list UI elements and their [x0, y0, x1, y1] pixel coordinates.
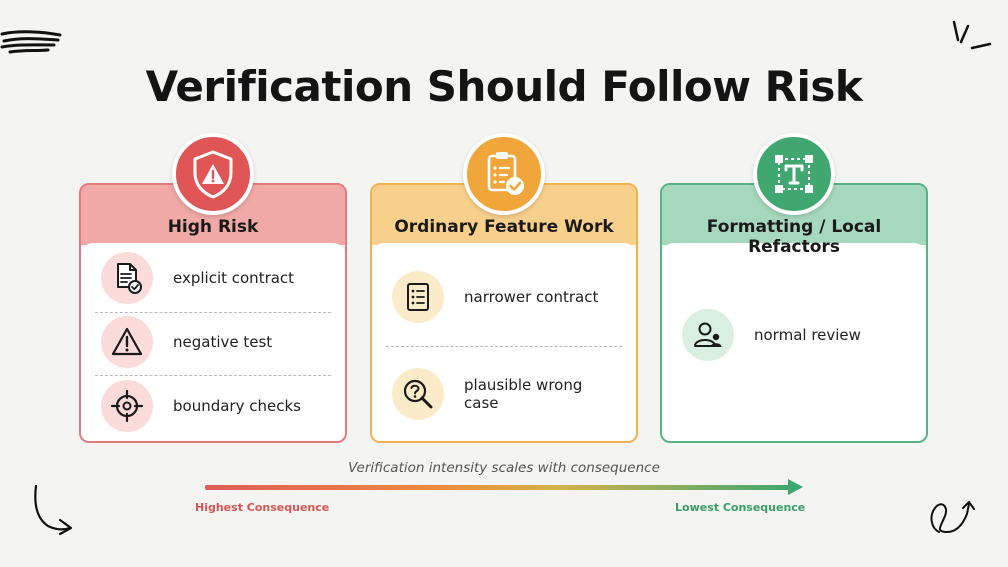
curved-arrow-decoration	[34, 484, 73, 536]
list-item: explicit contract	[101, 249, 329, 307]
card-title: High Risk	[167, 217, 259, 237]
divider	[95, 375, 331, 376]
scale-caption: Verification intensity scales with conse…	[348, 460, 660, 476]
divider	[95, 312, 331, 313]
divider	[386, 346, 622, 347]
document-check-icon	[101, 252, 153, 304]
shield-warning-icon	[172, 133, 254, 215]
card-formatting-local-refactors: normal review Formatting / Local Refacto…	[660, 133, 928, 443]
card-high-risk: explicit contract negative test	[79, 133, 347, 443]
text-frame-icon	[753, 133, 835, 215]
card-title: Ordinary Feature Work	[394, 217, 614, 237]
clipboard-check-icon	[463, 133, 545, 215]
page-title: Verification Should Follow Risk	[145, 62, 863, 111]
card-body: explicit contract negative test	[81, 243, 345, 441]
scale-right-label: Lowest Consequence	[675, 501, 806, 514]
card-body: normal review	[662, 243, 926, 441]
card-ordinary-feature-work: narrower contract plausible wrong case O…	[370, 133, 638, 443]
scribble-decoration	[0, 30, 62, 54]
item-label: explicit contract	[173, 269, 295, 287]
card-body: narrower contract plausible wrong case	[372, 243, 636, 441]
reviewer-icon	[682, 309, 734, 361]
item-label: boundary checks	[173, 397, 301, 415]
list-item: boundary checks	[101, 377, 329, 435]
list-item: negative test	[101, 313, 329, 371]
item-label: negative test	[173, 333, 273, 351]
warning-triangle-icon	[101, 316, 153, 368]
item-label: narrower contract	[464, 288, 599, 306]
consequence-gradient-bar	[205, 485, 791, 490]
scale-left-label: Highest Consequence	[195, 501, 330, 514]
magnifier-question-icon	[392, 368, 444, 420]
checklist-icon	[392, 271, 444, 323]
item-label: normal review	[754, 326, 861, 344]
sparkle-decoration	[952, 20, 992, 50]
crosshair-icon	[101, 380, 153, 432]
arrow-head-icon	[788, 479, 803, 495]
list-item: plausible wrong case	[392, 365, 620, 423]
item-label: plausible wrong case	[464, 376, 583, 412]
list-item: narrower contract	[392, 268, 620, 326]
card-title: Formatting / Local Refactors	[706, 217, 882, 257]
loop-arrow-decoration	[930, 501, 975, 534]
list-item: normal review	[682, 306, 910, 364]
